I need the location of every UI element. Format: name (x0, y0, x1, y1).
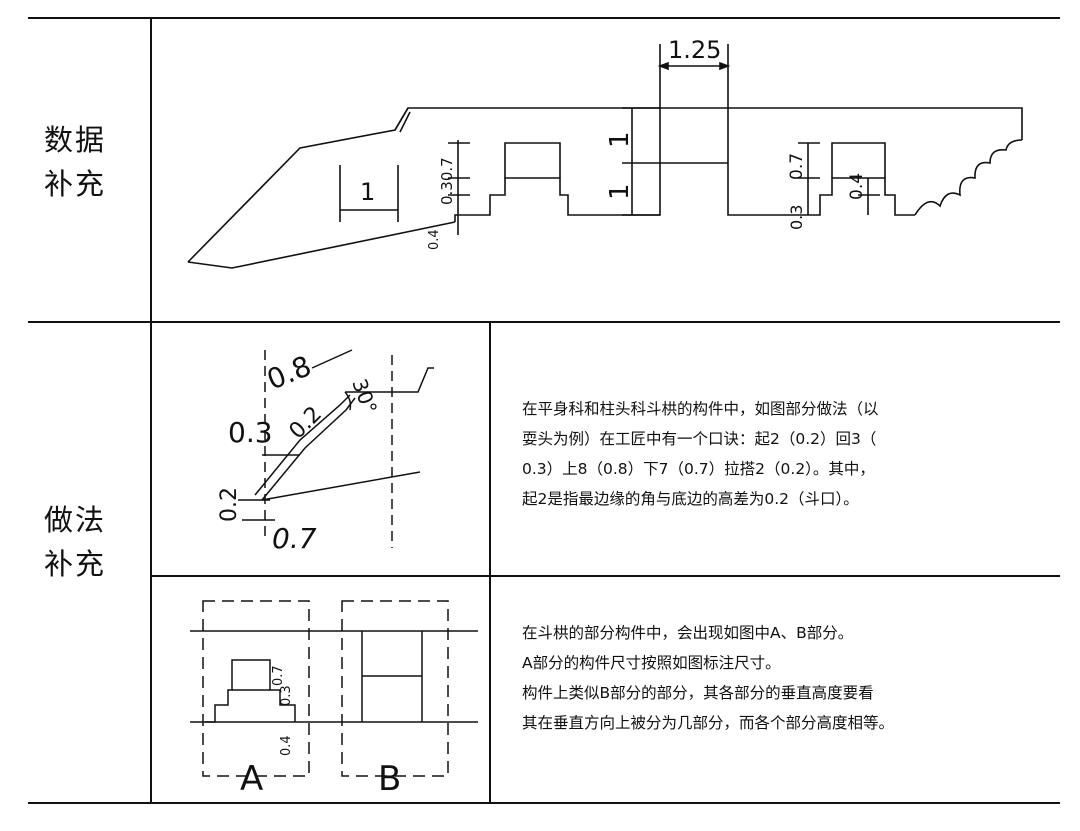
dim-label-a-03: 0.3 (279, 685, 294, 706)
row-label-method-supplement: 做法 补充 (44, 498, 106, 586)
dim-label-a-07: 0.7 (271, 665, 286, 686)
dim-label-04-right: 0.4 (847, 173, 867, 200)
row-label-line: 数据 (44, 123, 107, 157)
parts-description-line: 在斗栱的部分构件中，会出现如图中A、B部分。 (522, 624, 854, 642)
dim-label-1-left: 1 (360, 178, 375, 206)
method-description-line: 在平身科和柱头科斗栱的构件中，如图部分做法（以 (522, 400, 879, 418)
dim-label-07-right: 0.7 (787, 153, 807, 180)
row-label-line: 做法 (44, 503, 107, 537)
part-label-b: B (378, 759, 401, 799)
parts-description-line: A部分的构件尺寸按照如图标注尺寸。 (522, 654, 781, 672)
method-description: 在平身科和柱头科斗栱的构件中，如图部分做法（以 耍头为例）在工匠中有一个口诀：起… (522, 394, 879, 514)
top-profile-drawing: 1.25 1 1 1 0.30.7 0.4 0.7 0.4 0.3 (187, 36, 1023, 269)
dim-label-stack-left: 0.30.7 (438, 157, 456, 205)
method-description-line: 0.3）上8（0.8）下7（0.7）拉搭2（0.2）。其中， (522, 460, 875, 478)
dim-label-07: 0.7 (272, 522, 317, 555)
row-label-data-supplement: 数据 补充 (44, 118, 106, 206)
dim-label-1-upper: 1 (605, 131, 635, 148)
method-description-line: 起2是指最边缘的角与底边的高差为0.2（斗口）。 (522, 490, 859, 508)
method-description-line: 耍头为例）在工匠中有一个口诀：起2（0.2）回3（ (522, 430, 877, 448)
dim-label-1-lower: 1 (605, 183, 635, 200)
dim-label-1-25: 1.25 (668, 36, 721, 64)
dim-label-bottom-left: 0.4 (427, 229, 442, 250)
parts-description: 在斗栱的部分构件中，会出现如图中A、B部分。 A部分的构件尺寸按照如图标注尺寸。… (522, 618, 894, 738)
part-label-a: A (240, 759, 263, 799)
dim-label-02: 0.2 (217, 487, 242, 522)
parts-description-line: 构件上类似B部分的部分，其各部分的垂直高度要看 (522, 684, 874, 702)
parts-description-line: 其在垂直方向上被分为几部分，而各个部分高度相等。 (522, 714, 895, 732)
row-label-line: 补充 (44, 547, 107, 581)
dim-label-03-right: 0.3 (787, 205, 806, 230)
dim-label-03: 0.3 (228, 416, 273, 449)
row-label-line: 补充 (44, 167, 107, 201)
dim-label-a-04: 0.4 (279, 735, 294, 756)
